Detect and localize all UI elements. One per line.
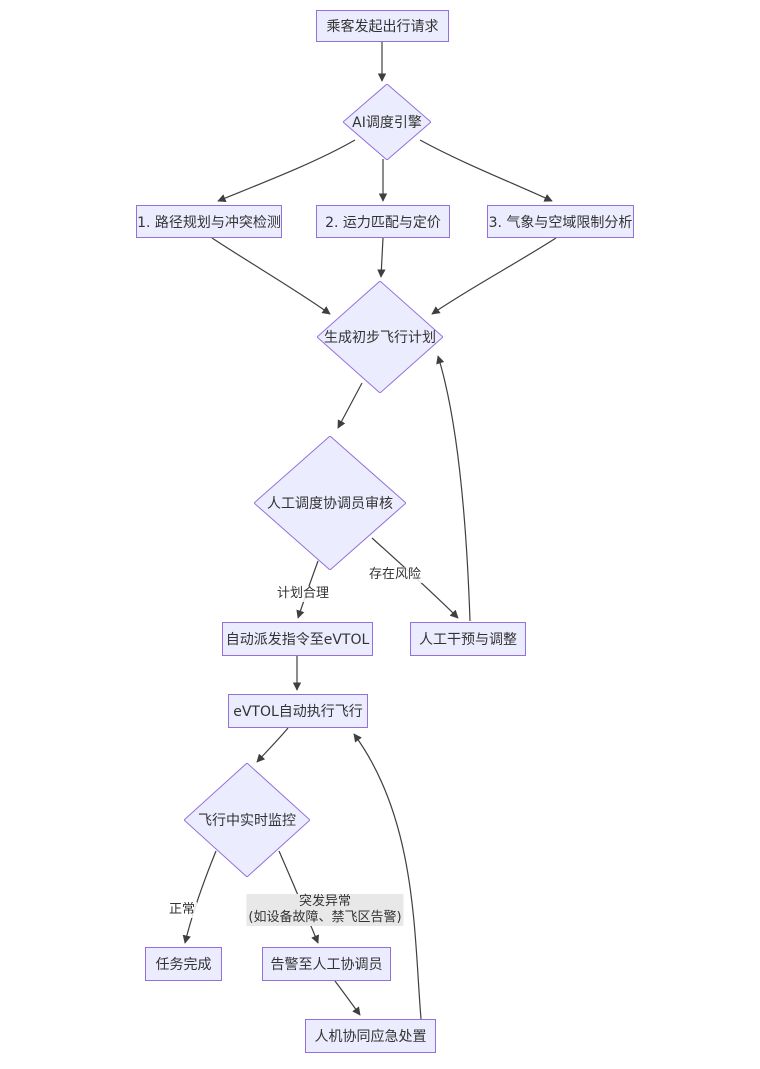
node-label: 2. 运力匹配与定价 [325, 214, 441, 231]
edge-flight-to-monitor [256, 727, 289, 763]
diamond-shape [317, 281, 443, 393]
edge-label-abnormal: 突发异常 (如设备故障、禁飞区告警) [246, 894, 404, 926]
diamond-shape [184, 763, 310, 877]
edge-capacity-to-draft [377, 237, 386, 278]
edge-alert-to-emergency [334, 980, 361, 1016]
node-path-planning: 1. 路径规划与冲突检测 [136, 205, 282, 238]
node-label: 飞行中实时监控 [198, 813, 296, 829]
edge-weather-to-draft [431, 237, 557, 315]
edge-label-normal: 正常 [166, 902, 198, 918]
node-alert-coordinator: 告警至人工协调员 [262, 947, 391, 981]
edge-ai-to-weather [419, 139, 553, 202]
node-capacity-pricing: 2. 运力匹配与定价 [316, 205, 450, 238]
node-label: 告警至人工协调员 [270, 957, 383, 973]
node-label: 人机协同应急处置 [314, 1029, 427, 1045]
node-manual-adjust: 人工干预与调整 [410, 622, 526, 656]
edge-label-risk-exists: 存在风险 [366, 567, 424, 583]
diamond-shape [343, 84, 431, 160]
edge-draft-to-review [337, 382, 363, 429]
node-label: 1. 路径规划与冲突检测 [137, 214, 281, 231]
node-label: 3. 气象与空域限制分析 [488, 214, 633, 231]
node-auto-dispatch: 自动派发指令至eVTOL [222, 622, 373, 656]
node-label: 生成初步飞行计划 [324, 330, 436, 346]
node-label: 任务完成 [155, 957, 212, 973]
edge-path-planning-to-draft [211, 237, 331, 315]
edge-label-abnormal-line1: 突发异常 [298, 894, 351, 909]
diamond-shape [254, 436, 406, 570]
node-evtol-flight: eVTOL自动执行飞行 [228, 694, 368, 728]
node-emergency-response: 人机协同应急处置 [305, 1019, 436, 1053]
node-ai-engine: AI调度引擎 [343, 84, 431, 160]
edge-emergency-to-flight-loop [353, 733, 422, 1020]
node-label: 自动派发指令至eVTOL [225, 632, 370, 648]
node-label: 乘客发起出行请求 [326, 19, 439, 35]
edge-monitor-to-complete [182, 850, 217, 944]
node-mission-complete: 任务完成 [145, 947, 222, 981]
node-realtime-monitor: 飞行中实时监控 [184, 763, 310, 877]
node-draft-plan: 生成初步飞行计划 [317, 281, 443, 393]
node-weather-airspace: 3. 气象与空域限制分析 [487, 205, 634, 238]
node-label: 人工调度协调员审核 [267, 496, 393, 512]
edge-ai-to-path-planning [217, 139, 356, 203]
node-label: AI调度引擎 [352, 115, 422, 131]
node-label: 人工干预与调整 [419, 632, 517, 648]
edge-label-plan-reasonable: 计划合理 [274, 586, 332, 602]
edge-manual-to-draft-loop [436, 355, 471, 622]
edge-label-abnormal-line2: (如设备故障、禁飞区告警) [248, 910, 402, 925]
node-human-review: 人工调度协调员审核 [254, 436, 406, 570]
node-passenger-request: 乘客发起出行请求 [316, 10, 449, 42]
node-label: eVTOL自动执行飞行 [233, 704, 363, 720]
